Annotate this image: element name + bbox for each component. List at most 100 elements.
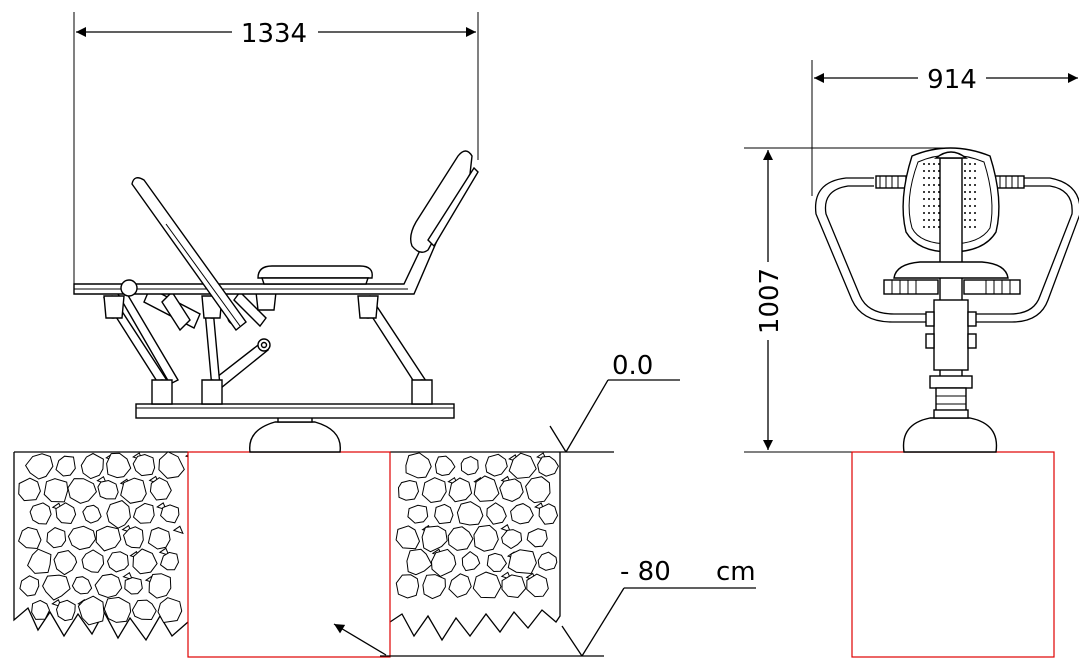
rock: [106, 551, 129, 573]
backrest-hole: [969, 170, 971, 172]
rock: [67, 478, 97, 504]
rock: [131, 599, 157, 621]
rock: [405, 452, 432, 479]
backrest-hole: [974, 163, 976, 165]
front-foundation-block: [851, 451, 1055, 658]
backrest-hole: [923, 219, 925, 221]
rock: [80, 452, 104, 480]
rock: [31, 599, 51, 620]
rock: [55, 502, 77, 525]
ground-rocks-right: [389, 451, 561, 642]
rock: [526, 573, 549, 598]
rock: [447, 526, 474, 551]
backrest-hole: [969, 219, 971, 221]
side-view: 1334: [13, 12, 756, 658]
rock: [448, 477, 473, 503]
backrest-hole: [969, 212, 971, 214]
backrest-hole: [969, 163, 971, 165]
rock: [538, 503, 559, 525]
rock: [395, 525, 421, 550]
ground-rocks-left: [13, 451, 196, 642]
height-dimension-1007: 1007: [744, 147, 1050, 453]
rock: [407, 504, 429, 524]
rock: [132, 502, 155, 524]
backrest-hole: [964, 191, 966, 193]
rock: [461, 550, 481, 572]
backrest-hole: [964, 184, 966, 186]
front-central-post: [925, 151, 977, 415]
width-dimension-1334: 1334: [73, 12, 479, 286]
height-label-1007: 1007: [755, 268, 785, 334]
rock: [29, 502, 52, 525]
backrest-hole: [964, 177, 966, 179]
side-seat: [257, 265, 373, 285]
backrest-hole: [923, 226, 925, 228]
rock: [406, 548, 433, 576]
backrest-hole: [969, 226, 971, 228]
rock: [149, 477, 172, 501]
backrest-hole: [933, 205, 935, 207]
backrest-hole: [923, 163, 925, 165]
rock: [19, 575, 40, 597]
backrest-hole: [964, 163, 966, 165]
backrest-hole: [933, 226, 935, 228]
rock: [501, 529, 523, 550]
backrest-hole: [964, 219, 966, 221]
backrest-hole: [933, 212, 935, 214]
backrest-hole: [933, 177, 935, 179]
side-linkages: [102, 287, 433, 405]
backrest-hole: [928, 212, 930, 214]
backrest-hole: [974, 170, 976, 172]
rock-chip: [172, 525, 184, 535]
backrest-hole: [964, 205, 966, 207]
backrest-hole: [923, 205, 925, 207]
backrest-hole: [928, 219, 930, 221]
rock: [460, 455, 479, 476]
depth-label: - 80: [620, 557, 671, 587]
rock: [43, 478, 69, 503]
rock: [18, 477, 41, 502]
rock: [430, 548, 457, 577]
backrest-hole: [933, 191, 935, 193]
rock: [46, 527, 67, 549]
rock: [395, 574, 420, 599]
foundation-arrow: [333, 623, 387, 656]
backrest-hole: [933, 163, 935, 165]
rock: [71, 576, 93, 595]
rock: [122, 526, 144, 549]
backrest-hole: [933, 219, 935, 221]
front-seat: [883, 261, 1021, 295]
rock: [508, 452, 537, 479]
backrest-hole: [969, 205, 971, 207]
rock: [67, 525, 97, 551]
backrest-hole: [928, 170, 930, 172]
rock: [95, 525, 122, 552]
ground-level-label: 0.0: [612, 351, 653, 381]
rock: [147, 527, 171, 550]
rock: [103, 596, 132, 623]
depth-unit-label: cm: [716, 557, 756, 587]
backrest-hole: [923, 177, 925, 179]
backrest-hole: [974, 226, 976, 228]
rock: [473, 524, 499, 552]
rock: [81, 549, 105, 573]
rock: [434, 503, 454, 525]
backrest-hole: [928, 226, 930, 228]
depth-marker: - 80 cm: [380, 557, 756, 657]
rock: [456, 501, 484, 526]
backrest-hole: [969, 191, 971, 193]
rock: [106, 452, 132, 479]
rock: [132, 548, 158, 575]
rock: [120, 477, 147, 504]
backrest-hole: [928, 198, 930, 200]
rock: [53, 549, 78, 576]
rock: [525, 476, 551, 504]
rock: [94, 573, 123, 599]
rock: [421, 477, 447, 504]
backrest-hole: [928, 191, 930, 193]
rock: [24, 453, 54, 480]
rock: [77, 595, 105, 626]
rock: [27, 548, 52, 574]
rock: [82, 504, 102, 524]
backrest-hole: [964, 170, 966, 172]
